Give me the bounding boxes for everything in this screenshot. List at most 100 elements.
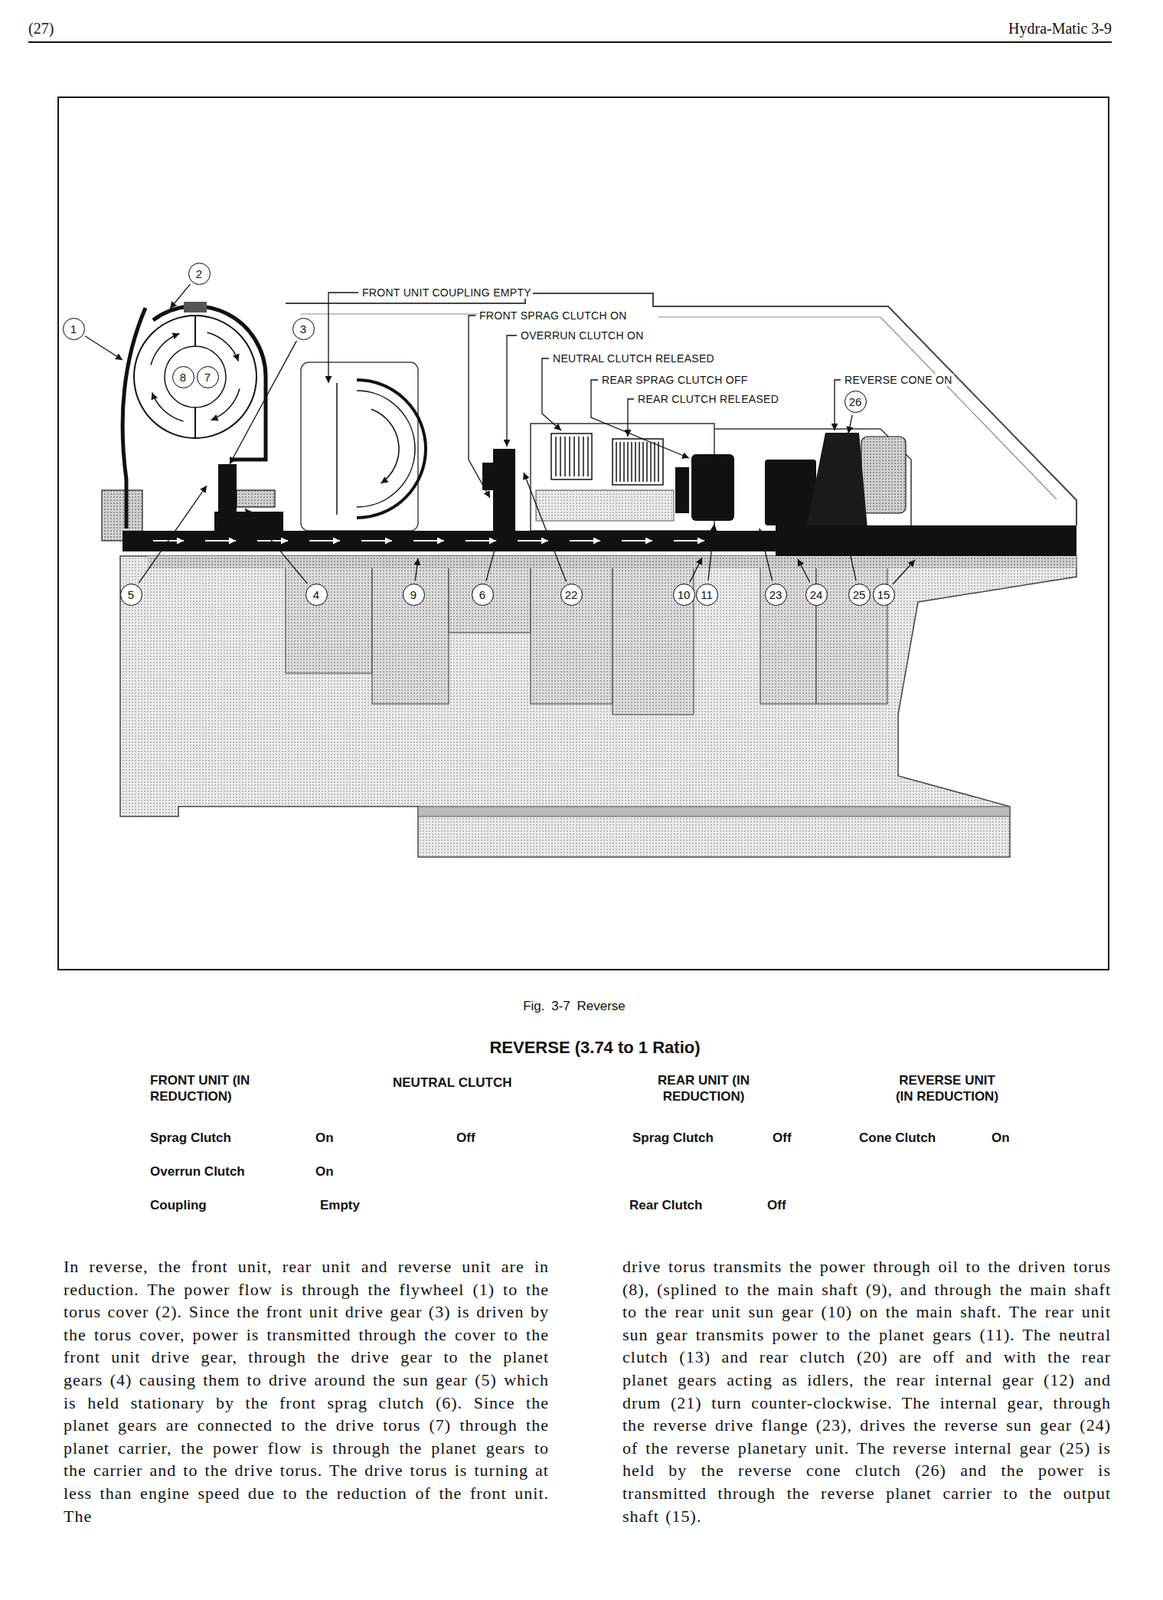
- table-cell: Off: [456, 1130, 476, 1146]
- clutch-plate: [653, 441, 656, 482]
- reverse-planetary: [764, 459, 817, 526]
- power-flow-arrow: [205, 539, 236, 542]
- leader-line: [169, 284, 191, 309]
- leader-line: [138, 485, 207, 583]
- leader-line: [542, 358, 562, 431]
- clutch-plate: [559, 436, 562, 477]
- table-cell: Sprag Clutch: [150, 1130, 232, 1146]
- case-outline: [285, 293, 1077, 526]
- leader-line: [229, 340, 297, 464]
- leader-line: [845, 531, 856, 581]
- leader-line: [759, 528, 773, 582]
- callout-number: 7: [196, 365, 219, 389]
- leader-line: [523, 472, 566, 582]
- reverse-cone-clutch: [806, 432, 868, 529]
- output-shaft: [775, 525, 1077, 556]
- callout-number: 1: [62, 317, 85, 340]
- page-header: (27): [28, 19, 54, 37]
- oil-flow-arrow: [211, 388, 240, 421]
- internal-section: [372, 555, 449, 704]
- planet-carrier: [214, 511, 284, 531]
- internal-section: [612, 555, 694, 715]
- internal-section: [816, 555, 888, 704]
- shaft-lower-half: [147, 555, 1077, 569]
- clutch-plate: [619, 441, 621, 482]
- clutch-plate: [627, 441, 629, 482]
- rear-planetary: [691, 454, 735, 521]
- clutch-plate: [638, 441, 641, 482]
- clutch-plate: [623, 441, 625, 482]
- oil-flow-arrow: [207, 332, 239, 361]
- table-header: FRONT UNIT (IN REDUCTION): [150, 1071, 255, 1105]
- body-text: In reverse, the front unit, rear unit an…: [63, 1254, 549, 1527]
- table-header: REVERSE UNIT (IN REDUCTION): [895, 1071, 1000, 1105]
- callout-number: 22: [560, 583, 583, 606]
- leader-line: [591, 379, 690, 458]
- callout-number: 6: [471, 583, 494, 606]
- callout-number: 8: [172, 365, 195, 389]
- body-text: drive torus transmits the power through …: [622, 1254, 1111, 1527]
- table-cell: Rear Clutch: [629, 1197, 703, 1213]
- clutch-plate: [582, 436, 585, 477]
- clutch-plate: [555, 436, 557, 477]
- leader-line: [486, 533, 500, 582]
- drum-hub: [535, 490, 674, 521]
- callout-number: 24: [805, 583, 828, 606]
- leader-line: [797, 558, 811, 582]
- torus-ring: [133, 315, 257, 438]
- power-flow-arrow: [361, 539, 393, 542]
- callout-number: 26: [844, 390, 867, 413]
- rear-sprag: [675, 467, 690, 513]
- callout-number: 5: [120, 583, 143, 606]
- clutch-plate: [634, 441, 637, 482]
- coupling-housing: [300, 362, 419, 531]
- callout-number: 23: [764, 583, 788, 606]
- main-shaft: [122, 530, 776, 552]
- table-cell: On: [315, 1130, 334, 1146]
- oil-pan-flange: [418, 806, 1010, 817]
- rear-clutch: [612, 438, 664, 485]
- oil-flow-arrow: [152, 392, 184, 422]
- callout-number: 25: [848, 583, 871, 606]
- status-label: REAR SPRAG CLUTCH OFF: [600, 373, 750, 386]
- leader-line: [848, 414, 853, 434]
- callout-number: 4: [305, 583, 328, 606]
- leader-line: [689, 557, 703, 582]
- internal-section: [530, 555, 613, 704]
- table-cell: Overrun Clutch: [150, 1163, 246, 1180]
- table-cell: Empty: [320, 1197, 360, 1213]
- power-flow-arrow: [621, 539, 653, 542]
- clutch-plate: [630, 441, 633, 482]
- leader-line: [245, 508, 308, 584]
- power-flow-arrow: [673, 539, 705, 542]
- leader-line: [708, 523, 715, 581]
- internal-section: [760, 555, 817, 704]
- leader-line: [84, 336, 123, 360]
- figure-caption: Fig. 3-7 Reverse: [522, 998, 626, 1014]
- callout-number: 9: [402, 583, 425, 606]
- table-cell: Off: [772, 1130, 792, 1146]
- table-cell: Coupling: [150, 1197, 207, 1213]
- figure-frame: [58, 97, 1109, 970]
- power-flow-arrow: [569, 539, 601, 542]
- planet-gear: [236, 490, 275, 507]
- clutch-plate: [587, 436, 589, 477]
- front-sprag-clutch: [493, 448, 516, 531]
- power-flow-arrow: [309, 539, 340, 542]
- status-label: REAR CLUTCH RELEASED: [636, 392, 781, 406]
- table-header: NEUTRAL CLUTCH: [392, 1074, 513, 1091]
- clutch-plate: [568, 436, 571, 477]
- table-cell: Sprag Clutch: [632, 1130, 714, 1146]
- clutch-plate: [573, 436, 575, 477]
- reverse-piston: [861, 436, 906, 513]
- header-rule: [28, 41, 1112, 43]
- status-label: NEUTRAL CLUTCH RELEASED: [551, 352, 716, 365]
- callout-number: 11: [695, 583, 719, 606]
- status-label: FRONT SPRAG CLUTCH ON: [477, 309, 629, 322]
- leader-line: [892, 559, 915, 585]
- table-header: REAR UNIT (IN REDUCTION): [651, 1071, 756, 1105]
- clutch-plate: [615, 441, 618, 482]
- cover-tab: [183, 301, 207, 313]
- leader-line: [834, 379, 841, 431]
- flywheel: [122, 307, 146, 529]
